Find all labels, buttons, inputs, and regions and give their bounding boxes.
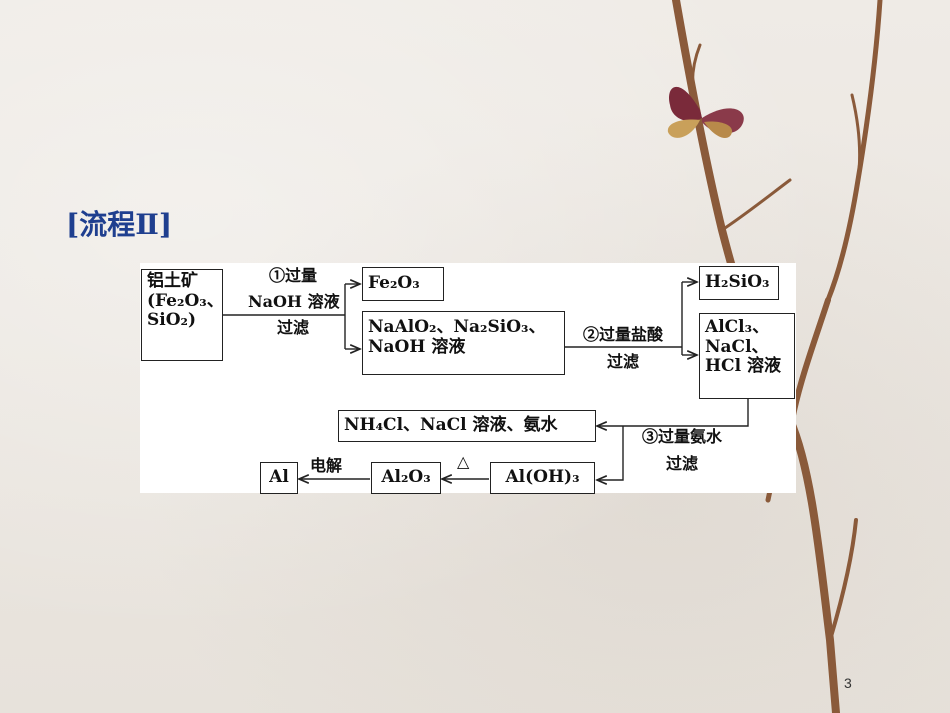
flow-arrows (222, 263, 749, 493)
node-bauxite: 铝土矿 (Fe₂O₃、 SiO₂) (141, 269, 224, 361)
page-number: 3 (844, 675, 852, 691)
butterfly-icon (667, 86, 744, 138)
flow-title: [流程Ⅱ] (66, 208, 173, 241)
step3-label: ③过量氨水 过滤 (641, 427, 722, 473)
heat-symbol: △ (457, 452, 470, 471)
flowchart-panel: 铝土矿 (Fe₂O₃、 SiO₂) ①过量 NaOH 溶液 过滤 Fe₂O₃ N… (140, 263, 796, 494)
step2-label: ②过量盐酸 过滤 (582, 325, 663, 371)
node-filtrate2: AlCl₃、 NaCl、 HCl 溶液 (699, 313, 795, 399)
node-filtrate1: NaAlO₂、Na₂SiO₃、 NaOH 溶液 (362, 311, 565, 375)
step1-label: ①过量 NaOH 溶液 过滤 (248, 266, 340, 337)
node-al: Al (260, 462, 298, 494)
node-h2sio3: H₂SiO₃ (699, 266, 779, 300)
node-al2o3: Al₂O₃ (371, 462, 441, 494)
node-filtrate3: NH₄Cl、NaCl 溶液、氨水 (338, 410, 596, 442)
node-aloh3: Al(OH)₃ (490, 462, 595, 494)
node-fe2o3: Fe₂O₃ (362, 267, 444, 301)
electrolysis-label: 电解 (310, 456, 343, 475)
